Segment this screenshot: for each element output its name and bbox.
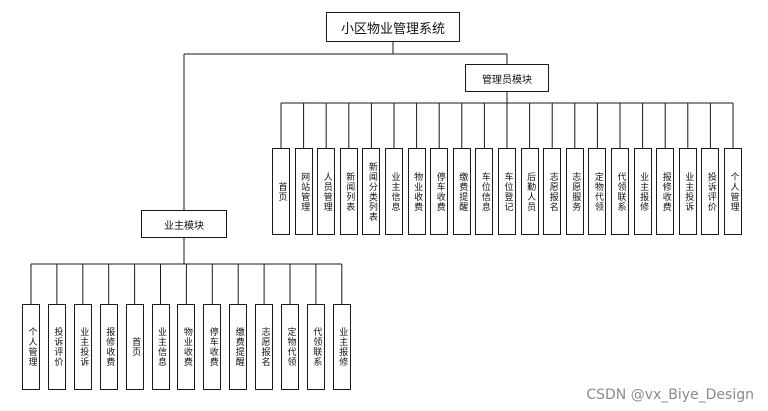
admin-leaf-2: 人员管理 (317, 148, 336, 235)
owner-leaf-11: 代领联系 (306, 304, 325, 390)
admin-leaf-10: 车位登记 (498, 148, 516, 235)
admin-leaf-4: 新闻分类列表 (362, 148, 381, 235)
module-label-admin: 管理员模块 (482, 74, 532, 86)
admin-leaf-12: 志愿报名 (543, 148, 562, 235)
admin-leaf-3: 新闻列表 (339, 148, 358, 235)
owner-leaf-0: 个人管理 (22, 304, 40, 390)
admin-leaf-9: 车位信息 (475, 148, 494, 235)
admin-leaf-15: 代领联系 (611, 148, 629, 235)
owner-leaf-9: 志愿报名 (255, 304, 274, 390)
admin-leaf-11: 后勤人员 (520, 148, 539, 235)
owner-leaf-6: 物业收费 (177, 304, 196, 390)
admin-leaf-7: 停车收费 (430, 148, 449, 235)
root-node: 小区物业管理系统 (326, 12, 460, 42)
admin-leaf-16: 业主报修 (633, 148, 652, 235)
admin-leaf-0: 首页 (272, 148, 290, 235)
owner-leaf-4: 首页 (125, 304, 144, 390)
owner-leaf-10: 定物代领 (281, 304, 299, 390)
owner-leaf-8: 缴费提醒 (229, 304, 248, 390)
owner-leaf-2: 业主投诉 (73, 304, 92, 390)
admin-leaf-8: 缴费提醒 (452, 148, 471, 235)
watermark: CSDN @vx_Biye_Design (586, 387, 754, 403)
admin-leaf-19: 投诉评价 (701, 148, 720, 235)
admin-leaf-6: 物业收费 (407, 148, 426, 235)
owner-leaf-5: 业主信息 (151, 304, 170, 390)
admin-leaf-13: 志愿服务 (565, 148, 584, 235)
owner-leaf-3: 报修收费 (99, 304, 118, 390)
admin-leaf-17: 报修收费 (656, 148, 675, 235)
admin-leaf-1: 网站管理 (294, 148, 313, 235)
admin-leaf-18: 业主投诉 (678, 148, 697, 235)
owner-leaf-1: 投诉评价 (47, 304, 66, 390)
module-label-owner: 业主模块 (164, 220, 204, 232)
admin-leaf-14: 定物代领 (588, 148, 607, 235)
admin-leaf-20: 个人管理 (724, 148, 742, 235)
owner-leaf-12: 业主报修 (332, 304, 351, 390)
root-node-label: 小区物业管理系统 (340, 21, 445, 37)
module-node-admin: 管理员模块 (465, 64, 549, 92)
admin-leaf-5: 业主信息 (385, 148, 403, 235)
module-node-owner: 业主模块 (141, 210, 227, 238)
owner-leaf-7: 停车收费 (203, 304, 222, 390)
